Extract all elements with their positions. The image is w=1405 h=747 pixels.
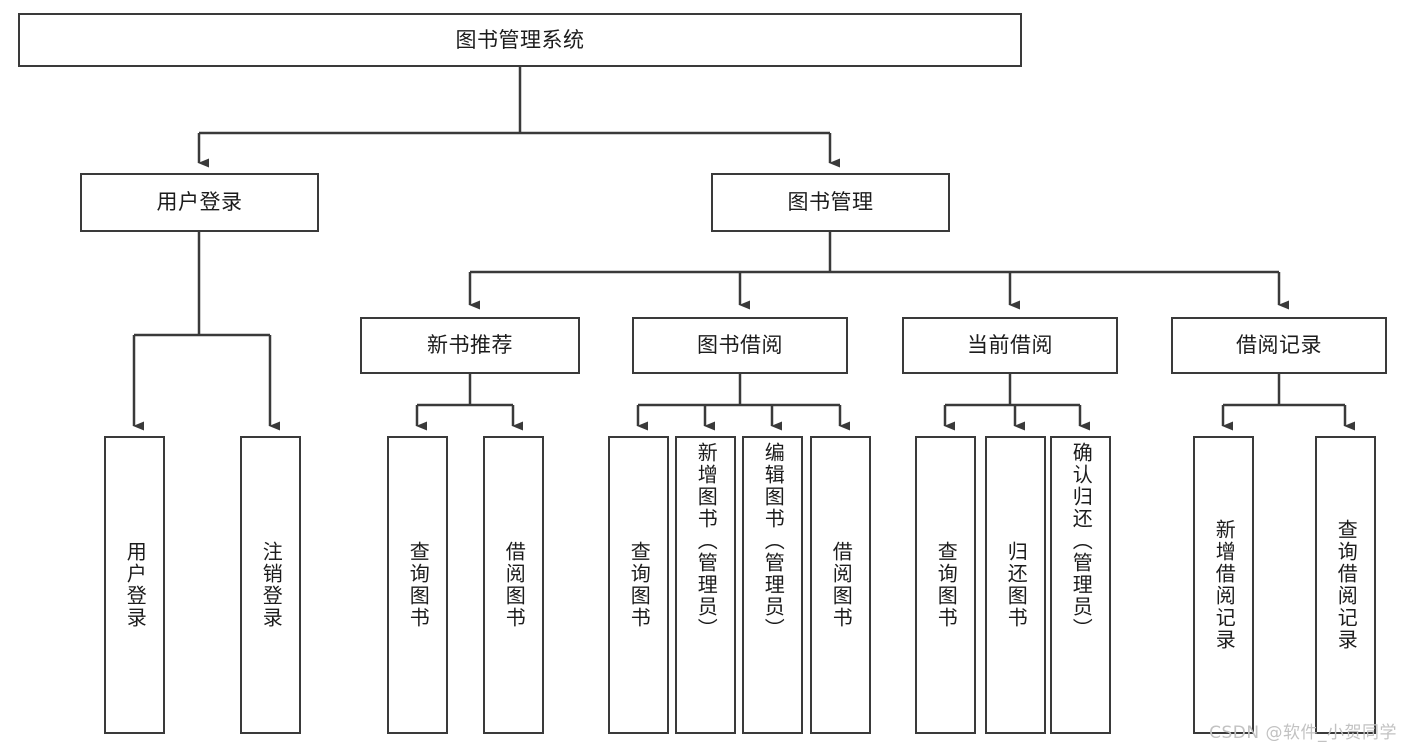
leaf-label: 用户登录: [123, 541, 148, 629]
watermark-text: CSDN @软件_小贺同学: [1209, 723, 1397, 743]
leaf-recommend-query-book[interactable]: 查询图书: [387, 436, 448, 734]
leaf-borrow-add-book-admin[interactable]: 新增图书（管理员）: [675, 436, 736, 734]
leaf-borrow-query-book[interactable]: 查询图书: [608, 436, 669, 734]
node-new-book-recommend[interactable]: 新书推荐: [360, 317, 580, 374]
leaf-borrow-borrow-book[interactable]: 借阅图书: [810, 436, 871, 734]
leaf-label: 编辑图书（管理员）: [761, 442, 786, 640]
leaf-label: 查询图书: [934, 541, 959, 629]
leaf-current-confirm-return-admin[interactable]: 确认归还（管理员）: [1050, 436, 1111, 734]
node-label: 图书借阅: [697, 333, 783, 358]
node-book-management[interactable]: 图书管理: [711, 173, 950, 232]
leaf-borrow-edit-book-admin[interactable]: 编辑图书（管理员）: [742, 436, 803, 734]
node-user-login[interactable]: 用户登录: [80, 173, 319, 232]
leaf-records-query-record[interactable]: 查询借阅记录: [1315, 436, 1376, 734]
node-label: 图书管理系统: [455, 27, 585, 52]
leaf-label: 新增图书（管理员）: [694, 442, 719, 640]
leaf-user-login-login[interactable]: 用户登录: [104, 436, 165, 734]
leaf-user-login-logout[interactable]: 注销登录: [240, 436, 301, 734]
node-label: 新书推荐: [427, 333, 513, 358]
node-current-borrow[interactable]: 当前借阅: [902, 317, 1118, 374]
node-label: 用户登录: [156, 190, 243, 215]
leaf-recommend-borrow-book[interactable]: 借阅图书: [483, 436, 544, 734]
leaf-label: 查询图书: [406, 541, 431, 629]
node-book-borrow[interactable]: 图书借阅: [632, 317, 848, 374]
leaf-label: 新增借阅记录: [1212, 519, 1237, 651]
node-label: 借阅记录: [1236, 333, 1322, 358]
leaf-label: 确认归还（管理员）: [1069, 442, 1094, 640]
leaf-label: 归还图书: [1004, 541, 1029, 629]
leaf-label: 查询借阅记录: [1334, 519, 1359, 651]
leaf-label: 查询图书: [627, 541, 652, 629]
leaf-label: 注销登录: [259, 541, 284, 629]
leaf-current-query-book[interactable]: 查询图书: [915, 436, 976, 734]
leaf-records-add-record[interactable]: 新增借阅记录: [1193, 436, 1254, 734]
leaf-current-return-book[interactable]: 归还图书: [985, 436, 1046, 734]
node-label: 图书管理: [787, 190, 874, 215]
node-label: 当前借阅: [967, 333, 1053, 358]
leaf-label: 借阅图书: [829, 541, 854, 629]
node-root-library-system[interactable]: 图书管理系统: [18, 13, 1022, 67]
node-borrow-records[interactable]: 借阅记录: [1171, 317, 1387, 374]
leaf-label: 借阅图书: [502, 541, 527, 629]
